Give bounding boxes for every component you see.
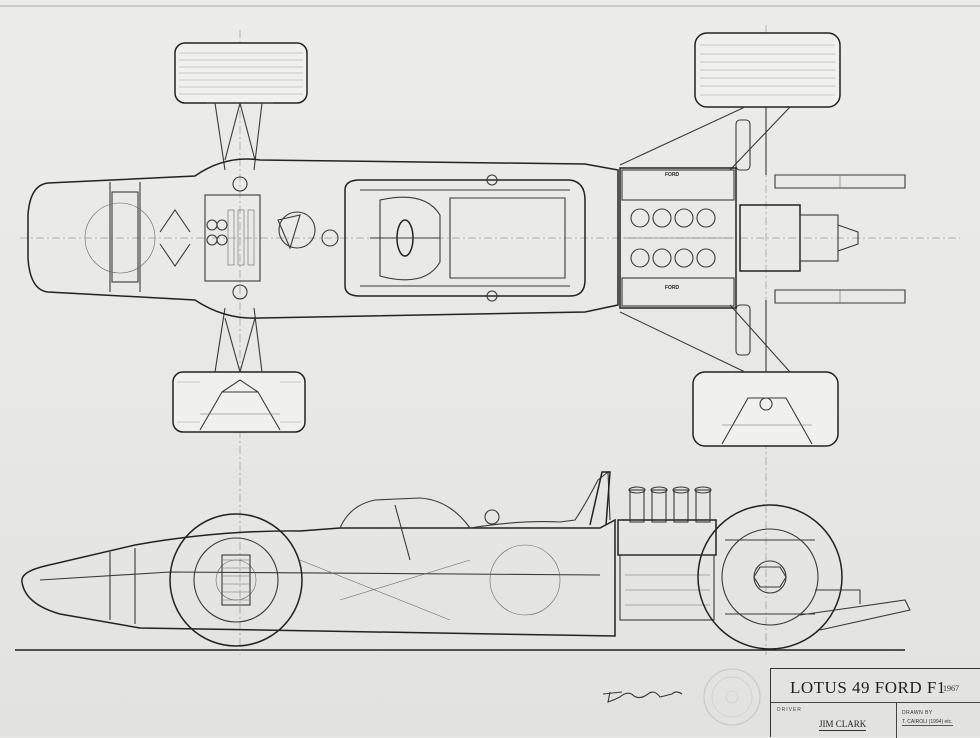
side-body-outline bbox=[21, 518, 616, 637]
driver-name: JIM CLARK bbox=[819, 719, 867, 731]
radiator bbox=[111, 191, 139, 283]
front-wheel-side bbox=[169, 513, 303, 647]
exhaust-side bbox=[799, 599, 911, 631]
chassis-outline bbox=[27, 158, 619, 319]
front-wheel-top bbox=[174, 42, 308, 104]
engine-label-top: FORD bbox=[665, 172, 680, 178]
title-row: LOTUS 49 FORD F1 1967 bbox=[771, 669, 980, 703]
rear-spring-bottom bbox=[735, 304, 751, 356]
exhaust-pipe-top bbox=[774, 174, 906, 189]
rear-wheel-bottom bbox=[692, 371, 839, 447]
front-upper-suspension bbox=[214, 102, 263, 171]
windscreen bbox=[339, 497, 471, 529]
front-lower-suspension bbox=[214, 307, 263, 373]
title-block-divider bbox=[896, 703, 897, 738]
drawn-by-name: T. CAIROLI (1994) etc. bbox=[902, 719, 953, 726]
engine-plan: FORD FORD bbox=[619, 167, 737, 309]
engine-label-bottom: FORD bbox=[665, 285, 680, 291]
engine-side bbox=[617, 486, 717, 621]
exhaust-pipe-bottom bbox=[774, 289, 906, 304]
plan-view: FORD FORD bbox=[20, 25, 960, 655]
rear-upper-suspension bbox=[619, 106, 791, 175]
cockpit-tub bbox=[344, 179, 586, 297]
rear-wheel-side bbox=[697, 504, 843, 650]
drawing-year: 1967 bbox=[943, 684, 959, 693]
driver-label: DRIVER bbox=[777, 707, 802, 713]
embossed-seal bbox=[703, 668, 761, 726]
artist-signature bbox=[602, 691, 683, 703]
rear-spring-top bbox=[735, 119, 751, 171]
rear-wheel-top bbox=[694, 32, 841, 108]
rear-lower-suspension bbox=[619, 300, 791, 373]
drawing-title: LOTUS 49 FORD F1 bbox=[790, 678, 946, 697]
title-block: LOTUS 49 FORD F1 1967 DRIVER JIM CLARK D… bbox=[770, 668, 980, 738]
drawn-by-label: DRAWN BY bbox=[902, 710, 933, 716]
roll-hoop bbox=[589, 471, 611, 526]
nose-bulkhead bbox=[109, 182, 141, 292]
front-wheel-bottom bbox=[172, 371, 306, 433]
side-view bbox=[21, 470, 911, 650]
